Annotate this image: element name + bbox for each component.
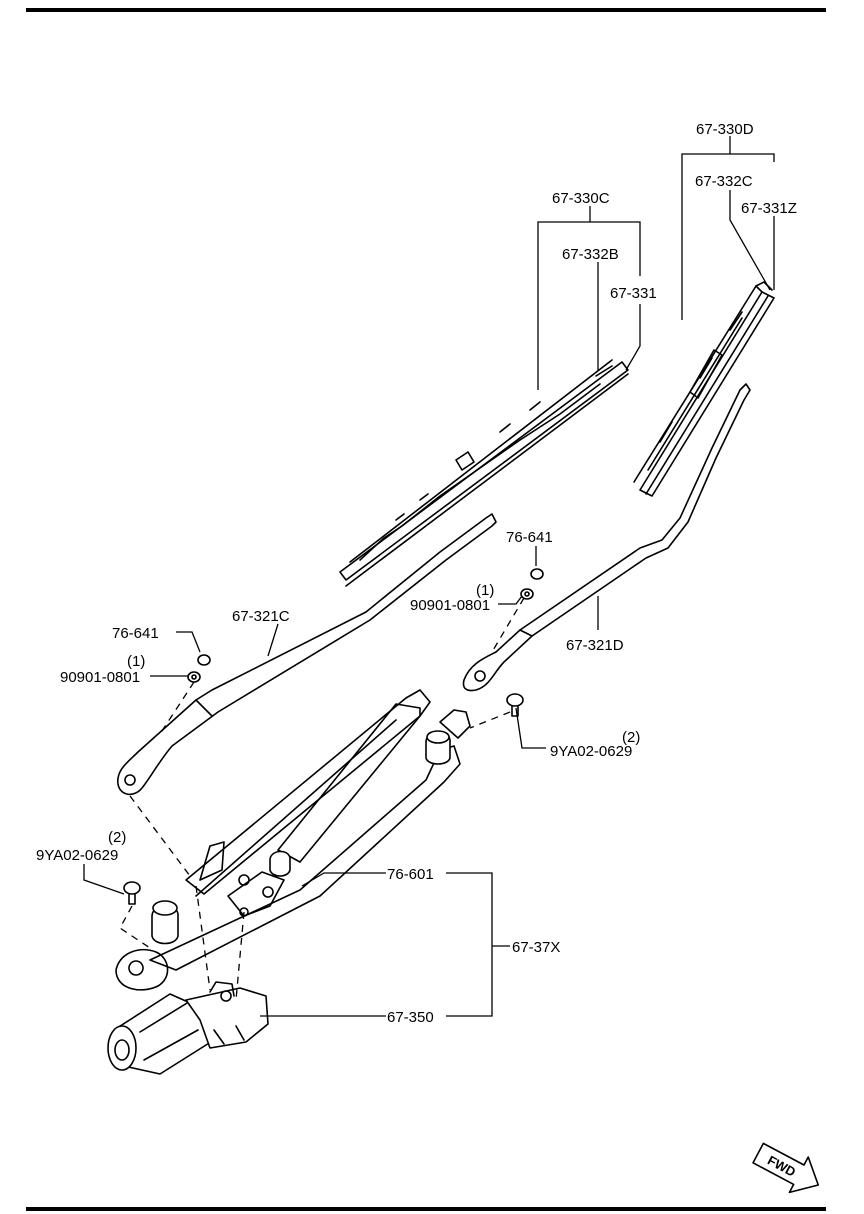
cap-left (197, 654, 211, 666)
label-blade-assy-left: 67-330C (552, 190, 610, 207)
assembly-dashes (119, 597, 525, 1001)
label-bolt-right: 9YA02-0629 (550, 743, 632, 760)
label-blade-sub-right: 67-331Z (741, 200, 797, 217)
label-nut-left-qty: (1) (127, 653, 145, 670)
label-wiper-assy: 67-37X (512, 939, 560, 956)
label-nut-right: 90901-0801 (410, 597, 490, 614)
bolt-right (506, 693, 524, 717)
left-wiper-arm (117, 513, 497, 796)
label-nut-left: 90901-0801 (60, 669, 140, 686)
label-nut-right-qty: (1) (476, 582, 494, 599)
right-wiper-arm (462, 383, 751, 692)
label-bolt-left-qty: (2) (108, 829, 126, 846)
label-arm-left: 67-321C (232, 608, 290, 625)
label-cap-right: 76-641 (506, 529, 553, 546)
bolt-left (123, 881, 141, 905)
label-blade-sub-left: 67-331 (610, 285, 657, 302)
label-blade-rubber-right: 67-332C (695, 173, 753, 190)
right-wiper-blade (633, 281, 775, 497)
nut-right (520, 588, 534, 600)
cap-right (530, 568, 544, 580)
nut-left (187, 671, 201, 683)
label-cap-left: 76-641 (112, 625, 159, 642)
wiper-motor (107, 981, 269, 1075)
label-linkage: 76-601 (387, 866, 434, 883)
label-bolt-right-qty: (2) (622, 729, 640, 746)
label-arm-right: 67-321D (566, 637, 624, 654)
wiper-linkage (115, 689, 471, 991)
label-blade-rubber-left: 67-332B (562, 246, 619, 263)
label-bolt-left: 9YA02-0629 (36, 847, 118, 864)
label-blade-assy-right: 67-330D (696, 121, 754, 138)
leader-lines (83, 136, 775, 1017)
label-motor: 67-350 (387, 1009, 434, 1026)
fwd-arrow-icon: FWD (752, 1142, 820, 1194)
left-wiper-blade (339, 359, 629, 587)
